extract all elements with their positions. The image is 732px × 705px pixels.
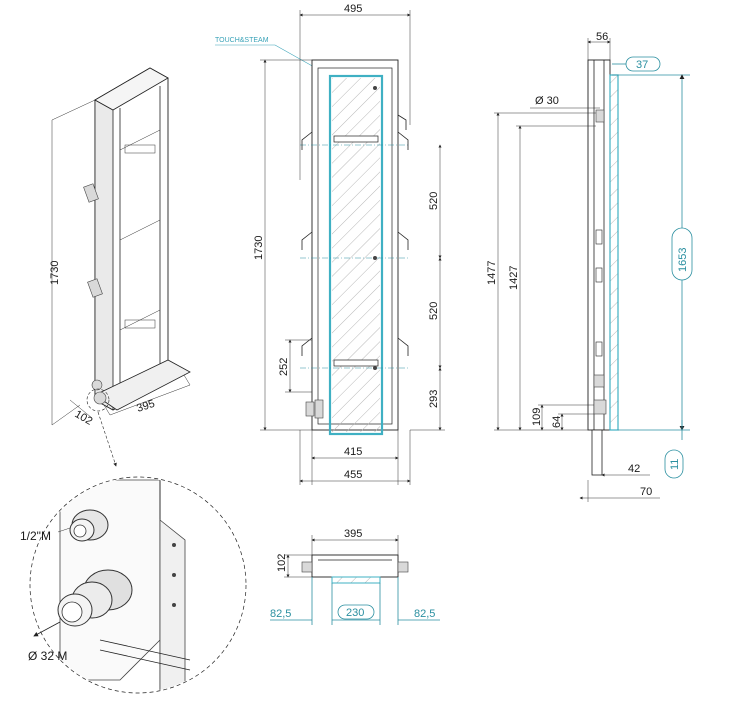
side-top-depth-label: 56 (596, 31, 608, 43)
iso-width-label: 395 (135, 398, 156, 415)
side-height-1477-label: 1477 (486, 261, 498, 285)
detail-circle (29, 476, 247, 694)
front-top-width-label: 495 (344, 3, 362, 15)
side-height-1427-label: 1427 (508, 266, 520, 290)
front-panel (332, 78, 380, 432)
front-bottom-offset-label: 293 (428, 390, 440, 408)
front-spacing-lower-label: 520 (428, 302, 440, 320)
top-view: 395 102 82,5 230 82,5 (270, 528, 440, 625)
side-dim-42-label: 42 (628, 463, 640, 475)
front-panel-label: TOUCH&STEAM (215, 37, 269, 44)
side-panel-height-label: 1653 (677, 248, 689, 272)
top-depth-label: 102 (276, 554, 288, 572)
detail-label-large: Ø 32 M (28, 649, 67, 663)
front-left-offset-label: 252 (278, 358, 290, 376)
side-pipe-diameter-label: Ø 30 (535, 95, 559, 107)
top-frame (311, 554, 399, 578)
iso-pipe-small (91, 379, 103, 391)
side-dim-109-label: 109 (531, 408, 543, 426)
side-panel (609, 74, 619, 431)
iso-depth-label: 102 (73, 408, 95, 428)
detail-callout (29, 388, 247, 694)
top-width-label: 395 (344, 528, 362, 540)
side-view: 56 37 Ø 30 1477 1427 1653 109 64 11 (486, 31, 693, 502)
side-top-offset-label: 37 (636, 59, 648, 71)
iso-view: 1730 395 102 (49, 67, 191, 428)
front-height-label: 1730 (253, 236, 265, 260)
top-right-margin-label: 82,5 (414, 608, 435, 620)
front-outer-width-label: 455 (344, 469, 362, 481)
side-dim-11-label: 11 (669, 459, 681, 470)
front-inner-width-label: 415 (344, 446, 362, 458)
top-left-margin-label: 82,5 (270, 608, 291, 620)
detail-view: 1/2"M Ø 32 M (20, 479, 191, 692)
iso-height-label: 1730 (49, 261, 61, 285)
side-dim-70-label: 70 (640, 486, 652, 498)
front-view: 495 TOUCH&STEAM (215, 3, 445, 485)
top-panel-width-label: 230 (346, 607, 364, 619)
front-spacing-upper-label: 520 (428, 192, 440, 210)
side-dim-64-label: 64 (551, 416, 563, 428)
iso-pipe-large (93, 391, 107, 405)
detail-label-small: 1/2"M (20, 529, 51, 543)
